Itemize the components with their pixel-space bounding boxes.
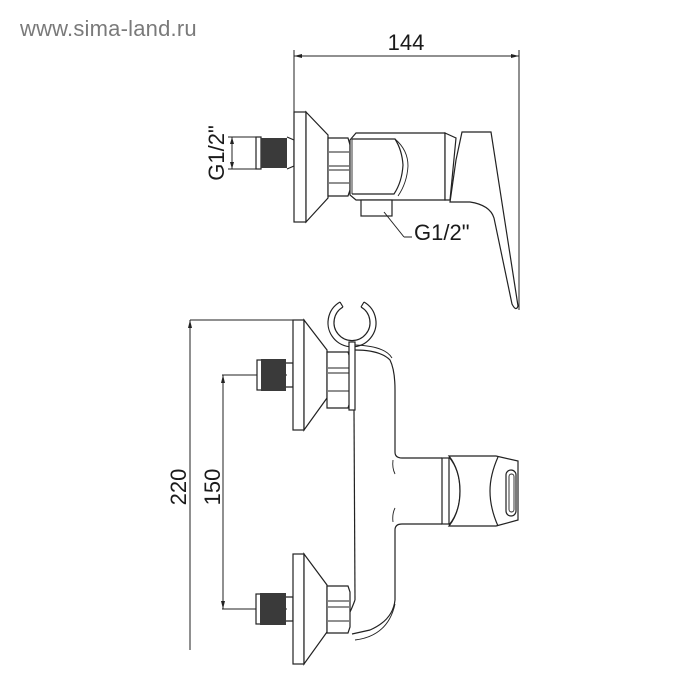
- dimension-144-label: 144: [388, 30, 425, 55]
- lower-inlet: [255, 552, 351, 666]
- dimension-150-label: 150: [200, 469, 225, 506]
- upper-inlet: [256, 318, 351, 432]
- mixer-body: [351, 349, 442, 635]
- outlet-nozzle: [360, 199, 393, 217]
- inlet-thread-label: G1/2": [204, 125, 229, 181]
- dimension-220-label: 220: [166, 469, 191, 506]
- dimension-height: 220: [166, 319, 294, 650]
- mixer-handle: [441, 455, 519, 527]
- outlet-thread-label: G1/2": [414, 220, 470, 245]
- handle-slot: [505, 469, 517, 517]
- lower-thread-icon: [260, 593, 286, 625]
- inlet-thread-icon: [261, 138, 287, 168]
- lever-handle: [449, 131, 519, 310]
- watermark: www.sima-land.ru: [20, 16, 197, 41]
- dimension-inlet-spacing: 150: [200, 374, 287, 610]
- upper-thread-icon: [261, 359, 286, 391]
- wall-flange: [293, 111, 307, 223]
- front-view: 220 150: [166, 301, 519, 666]
- dimension-inlet-thread: G1/2": [204, 125, 260, 181]
- top-view: 144 G1/2" G1/2: [204, 30, 520, 310]
- shower-holder-ring: [327, 301, 377, 411]
- dimension-width: 144: [293, 30, 520, 310]
